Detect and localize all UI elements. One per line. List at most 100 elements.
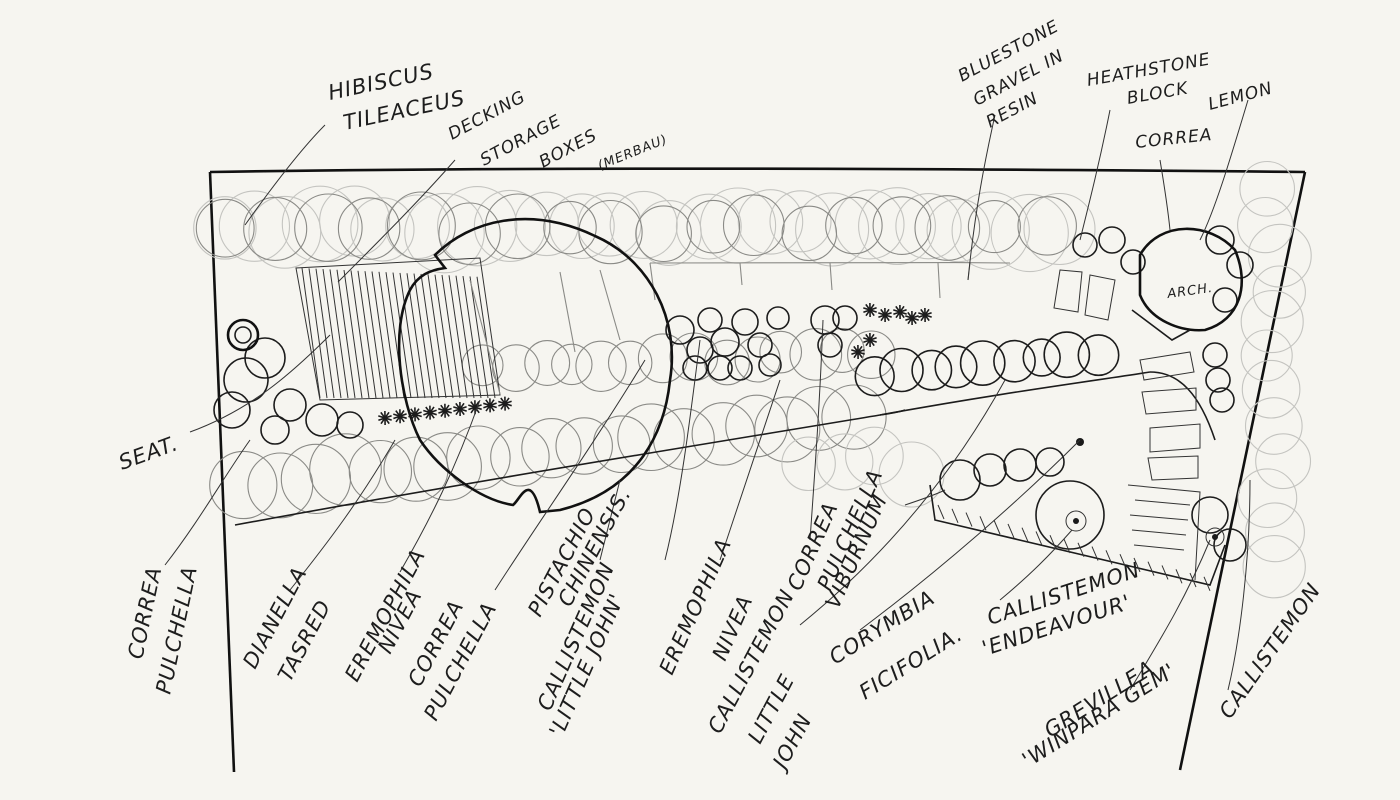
seat-symbol <box>226 318 260 352</box>
hedge-shrub <box>795 192 870 267</box>
grass-tuft <box>438 403 452 418</box>
grass-tuft <box>468 400 482 415</box>
hedge-shrub <box>404 192 485 274</box>
grass-tuft <box>863 302 877 318</box>
stepping-stones <box>1053 269 1201 481</box>
border-shrub <box>383 436 449 502</box>
hedge-shrub <box>218 190 291 262</box>
hedge-shrub <box>722 194 785 257</box>
label-arch: ARCH. <box>1165 281 1214 302</box>
hedge-shrub <box>473 189 546 262</box>
border-shrub <box>786 385 852 451</box>
bed-shrub <box>492 344 540 392</box>
grass-tuft <box>378 410 392 426</box>
lower-shrub <box>845 426 904 486</box>
hedge-shrub <box>1237 196 1294 254</box>
shrub <box>1205 367 1231 393</box>
path-shrub <box>1043 331 1091 379</box>
hedge-shrub <box>437 186 518 267</box>
bed-shrub <box>607 340 653 386</box>
hedge-shrub <box>686 199 741 254</box>
lower-shrub <box>781 436 836 492</box>
hedge-shrub <box>543 200 597 255</box>
hedge-shrub <box>1245 502 1305 563</box>
decking-storage-boxes <box>295 257 621 401</box>
border-shrub <box>209 450 278 520</box>
shrub <box>710 327 740 357</box>
hedge-shrub <box>825 196 883 255</box>
path-shrub <box>1022 338 1061 377</box>
shrub <box>1209 387 1235 413</box>
hedge-shrub <box>858 187 936 266</box>
path-shrub <box>993 339 1036 383</box>
hedge-shrub <box>769 190 832 253</box>
border-shrub <box>592 415 651 474</box>
grass-tuft <box>893 304 907 320</box>
label-heathstone-2: BLOCK <box>1125 78 1190 109</box>
border-shrub <box>309 433 382 506</box>
shrub <box>273 388 307 422</box>
hedge-shrub <box>195 198 255 258</box>
border-shrub <box>280 443 352 515</box>
grass-tuft <box>423 405 437 420</box>
pistachio-tree-canopy <box>397 217 674 514</box>
leader-lines <box>164 99 1251 691</box>
bed-shrub <box>575 340 627 392</box>
shrub <box>1035 447 1065 477</box>
grass-tuft <box>453 401 467 417</box>
shrub <box>766 306 790 330</box>
hedge-shrub <box>484 193 551 260</box>
shrub <box>832 305 858 331</box>
hedge-shrub <box>737 189 804 255</box>
hedge-shrub <box>1241 359 1301 419</box>
border-shrub <box>413 432 482 501</box>
hedge-shrub <box>675 193 742 260</box>
grass-tuft <box>918 307 932 323</box>
hedge-shrub <box>438 202 501 265</box>
grass-tufts <box>378 302 932 426</box>
bed-shrub <box>759 330 803 374</box>
hedge-shrub <box>609 190 678 259</box>
shrub <box>1213 528 1247 562</box>
hedge-shrub <box>385 194 450 260</box>
grass-tuft <box>393 409 407 424</box>
hedge-shrub <box>319 185 391 257</box>
label-seat: SEAT. <box>116 431 182 475</box>
hedge-shrub <box>951 191 1030 270</box>
hedge-shrub <box>193 196 257 260</box>
border-shrub <box>490 427 550 487</box>
lower-shrub <box>816 433 874 491</box>
shrub <box>260 415 290 445</box>
shrub <box>1212 287 1238 313</box>
border-shrub <box>725 394 788 458</box>
shrub <box>727 355 753 381</box>
background-planting <box>193 160 1312 599</box>
bed-shrub <box>789 328 843 381</box>
feature-shrubs <box>213 225 1254 562</box>
shrub <box>758 353 782 377</box>
hedge-shrub <box>1239 160 1296 217</box>
site-boundary <box>208 167 1307 773</box>
shrub <box>817 332 843 358</box>
hedge-shrub <box>243 196 308 261</box>
hedge-shrub <box>926 198 991 263</box>
border-shrub <box>617 403 685 472</box>
bed-shrub <box>551 343 593 386</box>
hedge-shrub <box>1240 329 1293 382</box>
label-lemon: LEMON <box>1206 78 1275 114</box>
shrub <box>1003 448 1037 482</box>
hedge-shrub <box>248 195 322 269</box>
hedge-shrub <box>337 197 401 260</box>
shrub <box>1120 249 1146 275</box>
bed-shrub <box>847 330 896 379</box>
border-shrub <box>446 425 511 490</box>
shrub <box>1035 480 1105 550</box>
shrub <box>213 391 251 429</box>
hedge-shrub <box>350 197 415 262</box>
shrub <box>1098 226 1126 254</box>
hedge-shrub <box>1240 290 1304 354</box>
fence-posts <box>649 261 1011 301</box>
lower-shrub <box>878 441 945 508</box>
